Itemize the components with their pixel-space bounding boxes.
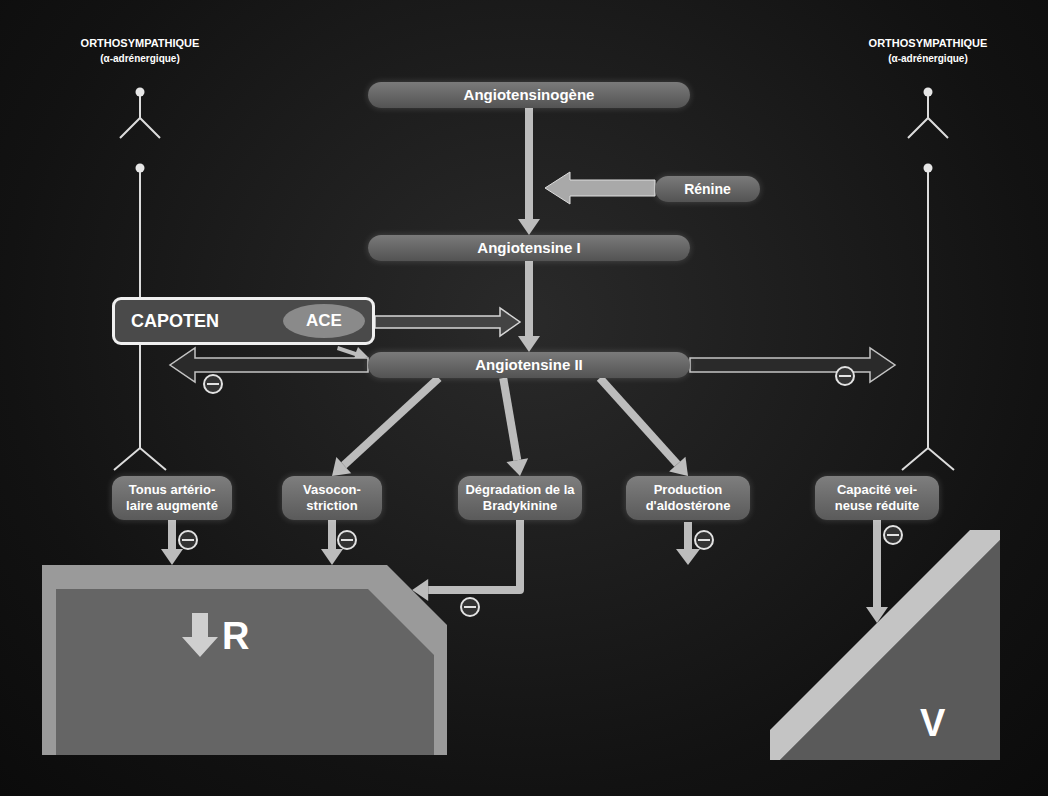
connector-arrow [518,108,540,235]
connector-line [525,108,533,219]
arrow-head [332,457,351,476]
effect-label: Tonus artério- laire augmenté [118,482,226,514]
volume-shape: V [770,530,1000,760]
resistance-shape: R [42,565,447,755]
sympathetic-nerve [114,96,954,470]
effect-label: Dégradation de la Bradykinine [464,482,576,514]
volume-block [770,530,1000,760]
connector-arrow [332,378,439,476]
band-label: Angiotensine I [376,239,682,257]
drug-box: CAPOTENACE [112,297,375,345]
connector-line [428,520,520,590]
block-letter: R [222,615,447,657]
enzyme-ellipse: ACE [283,304,365,338]
nerve-label: (α-adrénergique) [100,52,180,66]
effect-label: Capacité vei- neuse réduite [821,482,933,514]
connector-line [344,378,439,465]
substrate-band: Angiotensinogène [368,82,690,108]
effect-box: Production d'aldostérone [626,476,750,520]
enzyme-name: ACE [283,304,365,338]
connector-line [168,520,176,549]
band-label: Angiotensine II [376,356,682,374]
arrow-head [321,549,343,565]
effect-box: Vasocon- striction [282,476,382,520]
block-letter: V [920,702,1000,744]
enzyme-band: Rénine [655,176,760,202]
band-label: Rénine [663,180,752,198]
arrow-head [518,219,540,235]
connector-line [328,520,336,549]
effect-label: Vasocon- striction [288,482,376,514]
inhibition-arrow [170,348,368,382]
renin-arrow [545,172,655,204]
inhibition-arrow [690,348,895,382]
connector-arrow [600,378,688,476]
connector-arrow [518,261,540,352]
nerve-label: ORTHOSYMPATHIQUE [81,36,200,50]
effect-box: Tonus artério- laire augmenté [112,476,232,520]
arrow-head [161,549,183,565]
arrow-head [506,458,528,476]
arrow-head [518,336,540,352]
nerve-label: ORTHOSYMPATHIQUE [869,36,988,50]
connector-line [600,378,678,464]
connector-line [503,378,517,460]
connector-arrow [412,520,520,601]
nerve-label: (α-adrénergique) [888,52,968,66]
substrate-band: Angiotensine I [368,235,690,261]
arrow-head [669,457,688,476]
effect-box: Capacité vei- neuse réduite [815,476,939,520]
resistance-block [42,565,447,755]
connector-arrow [503,378,528,476]
connector-line [873,520,881,607]
effect-box: Dégradation de la Bradykinine [458,476,582,520]
effect-label: Production d'aldostérone [632,482,744,514]
substrate-band: Angiotensine II [368,352,690,378]
inhibitor-arrow [375,308,520,336]
connector-line [525,261,533,336]
band-label: Angiotensinogène [376,86,682,104]
